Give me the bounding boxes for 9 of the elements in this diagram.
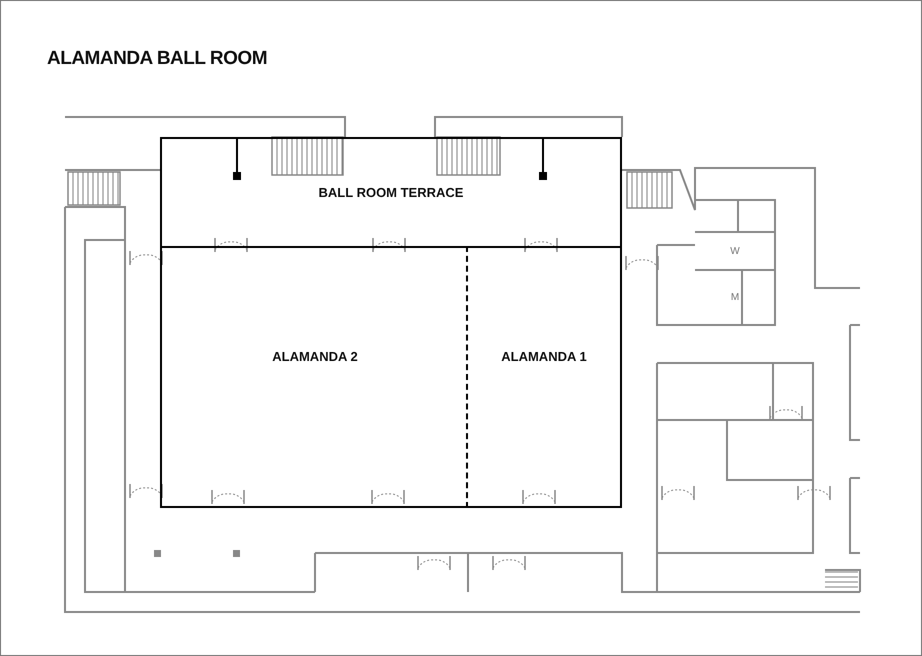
room-outline: [466, 246, 622, 508]
plan-title: ALAMANDA BALL ROOM: [47, 48, 268, 70]
room-label: BALL ROOM TERRACE: [318, 185, 464, 200]
room-outline: [160, 137, 622, 248]
room-label: M: [730, 292, 740, 303]
room-label: ALAMANDA 1: [501, 348, 587, 364]
room-outline: [160, 246, 468, 508]
room-label: ALAMANDA 2: [272, 348, 358, 364]
room-label: W: [730, 246, 740, 256]
